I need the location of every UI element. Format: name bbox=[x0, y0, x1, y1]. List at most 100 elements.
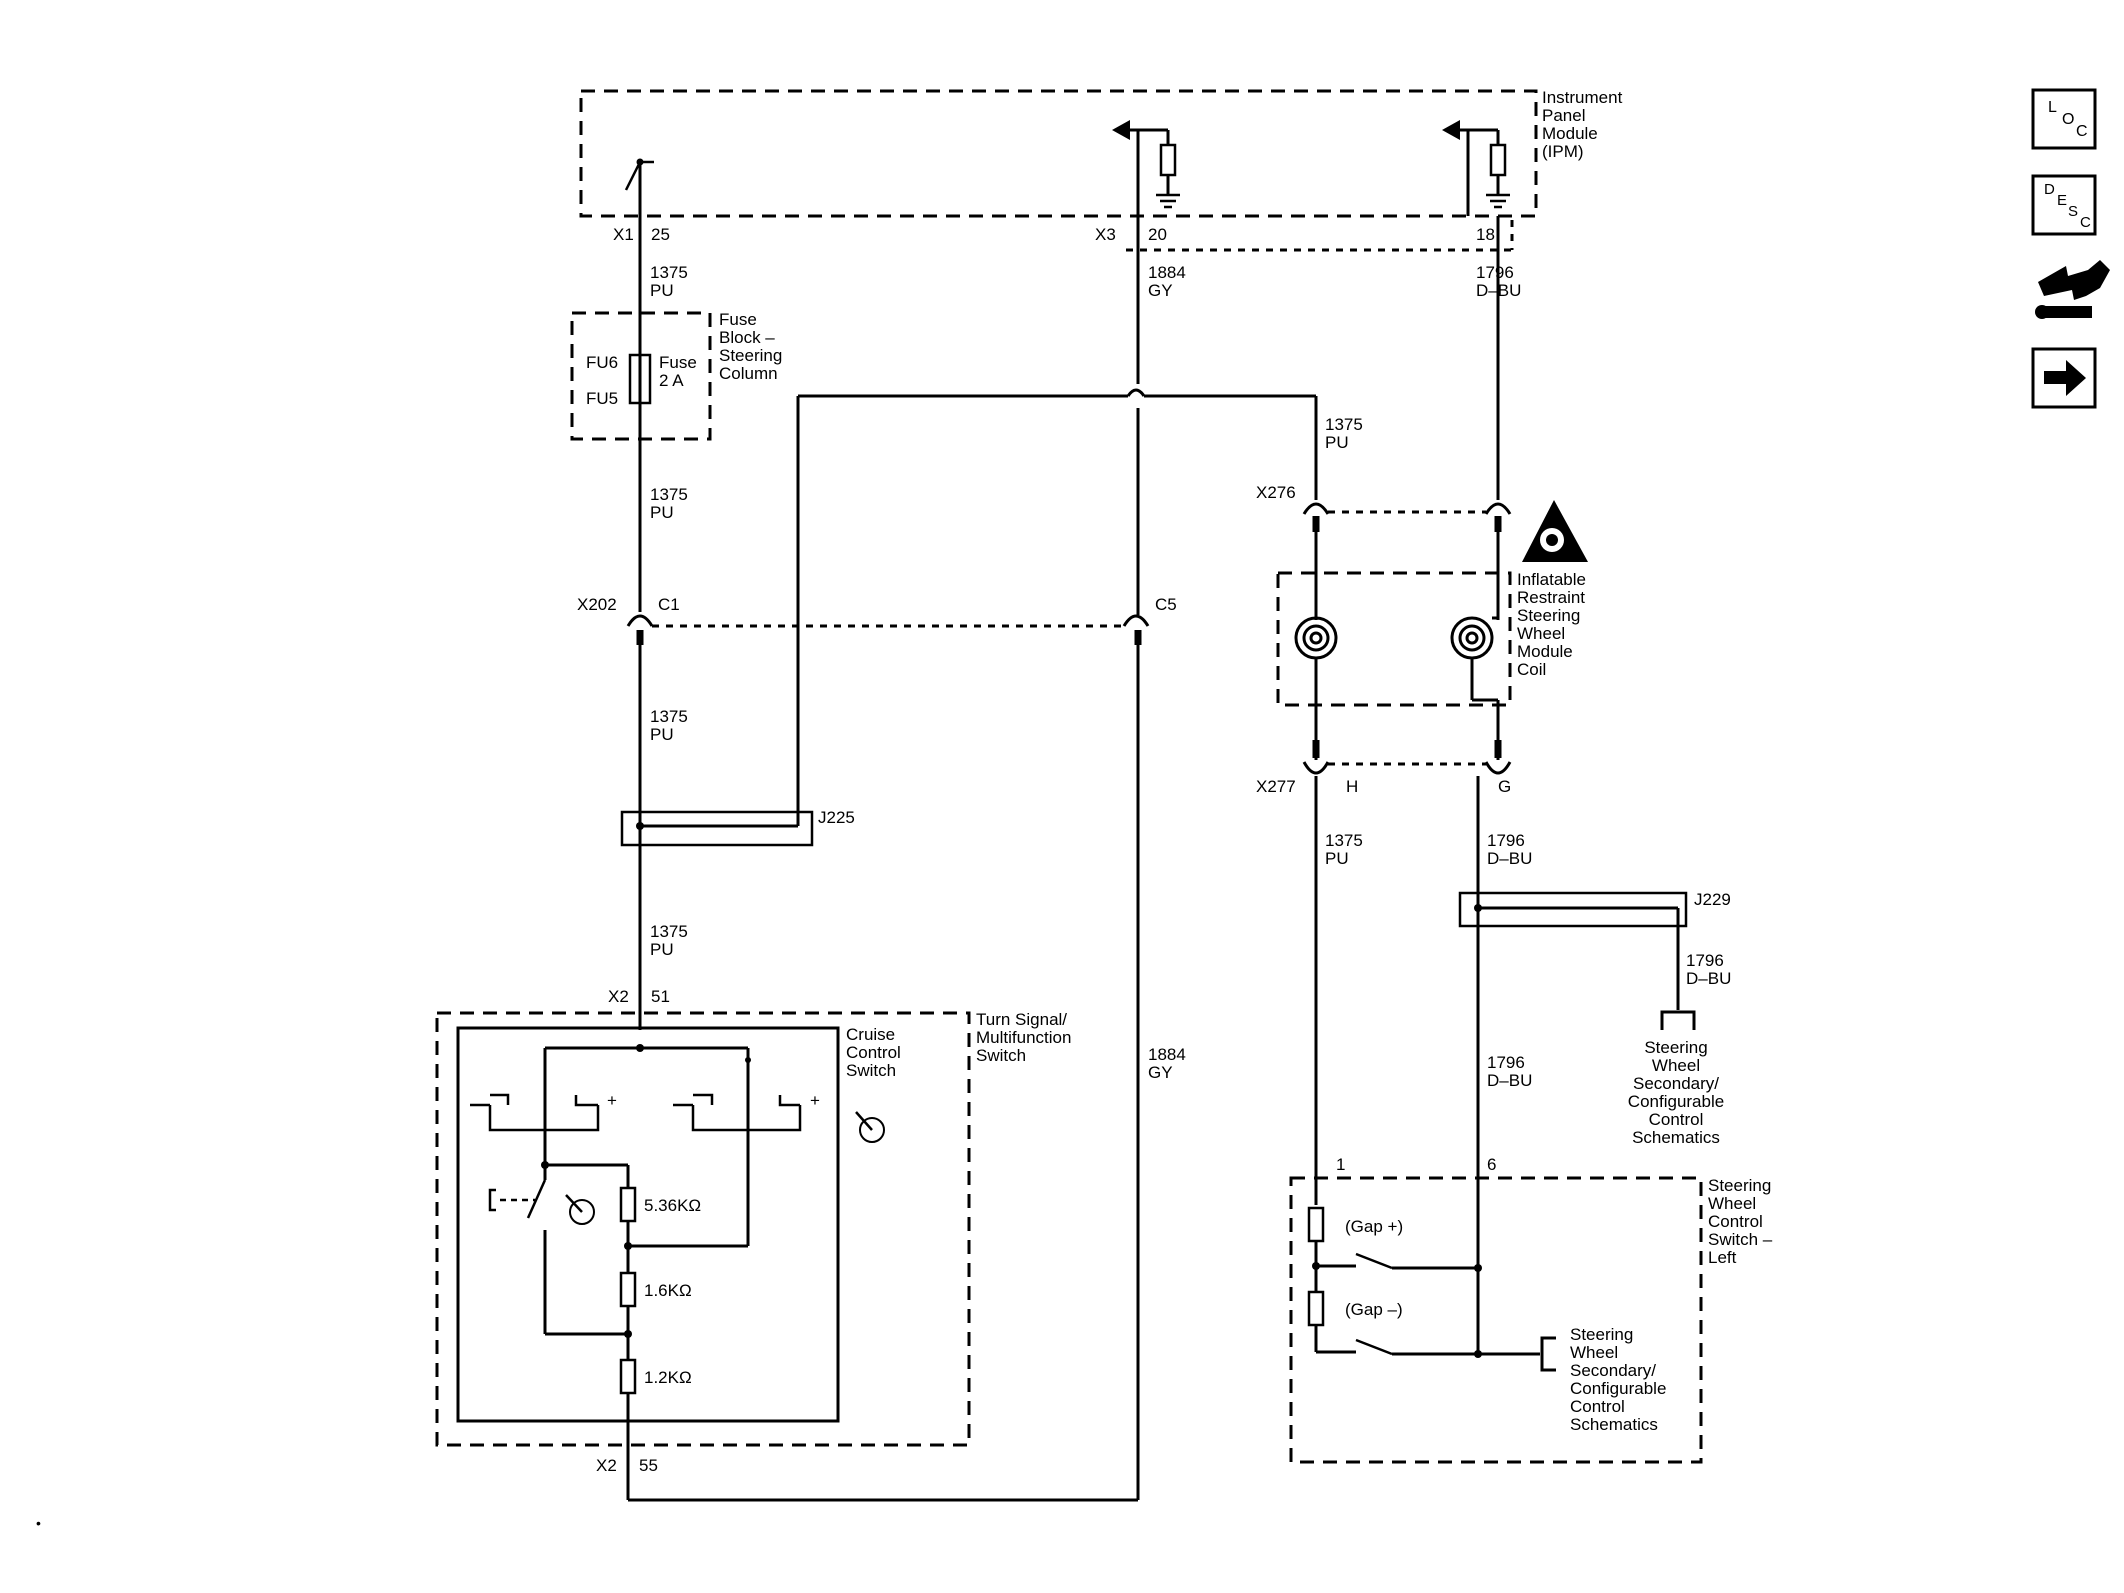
airbag-warning-icon bbox=[1522, 500, 1588, 562]
svg-text:PU: PU bbox=[650, 503, 674, 522]
svg-text:J229: J229 bbox=[1694, 890, 1731, 909]
svg-text:PU: PU bbox=[1325, 849, 1349, 868]
svg-text:Turn Signal/: Turn Signal/ bbox=[976, 1010, 1067, 1029]
svg-text:X277: X277 bbox=[1256, 777, 1296, 796]
svg-text:Wheel: Wheel bbox=[1652, 1056, 1700, 1075]
inflatable-restraint-coil: Inflatable Restraint Steering Wheel Modu… bbox=[1276, 532, 1586, 760]
svg-text:1796: 1796 bbox=[1487, 1053, 1525, 1072]
svg-text:Module: Module bbox=[1542, 124, 1598, 143]
svg-text:PU: PU bbox=[650, 725, 674, 744]
svg-text:D–BU: D–BU bbox=[1476, 281, 1521, 300]
svg-text:PU: PU bbox=[650, 281, 674, 300]
svg-text:Multifunction: Multifunction bbox=[976, 1028, 1071, 1047]
svg-text:PU: PU bbox=[1325, 433, 1349, 452]
svg-text:X202: X202 bbox=[577, 595, 617, 614]
svg-text:1375: 1375 bbox=[650, 922, 688, 941]
connector-x1: X1 bbox=[613, 225, 634, 244]
svg-text:1796: 1796 bbox=[1487, 831, 1525, 850]
svg-text:5.36KΩ: 5.36KΩ bbox=[644, 1196, 701, 1215]
svg-text:1884: 1884 bbox=[1148, 263, 1186, 282]
svg-text:1: 1 bbox=[1336, 1155, 1345, 1174]
next-button[interactable] bbox=[2031, 347, 2097, 409]
svg-text:(IPM): (IPM) bbox=[1542, 142, 1584, 161]
fuse-block-steering-column: FU6 FU5 Fuse 2 A Fuse Block – Steering C… bbox=[570, 310, 782, 441]
corner-mark: • bbox=[36, 1515, 41, 1531]
connector-service-icon[interactable] bbox=[2035, 260, 2110, 319]
svg-text:H: H bbox=[1346, 777, 1358, 796]
svg-text:J225: J225 bbox=[818, 808, 855, 827]
svg-text:Left: Left bbox=[1708, 1248, 1737, 1267]
svg-text:FU5: FU5 bbox=[586, 389, 618, 408]
desc-button[interactable]: D E S C bbox=[2031, 174, 2097, 236]
svg-text:D–BU: D–BU bbox=[1487, 1071, 1532, 1090]
svg-text:Column: Column bbox=[719, 364, 778, 383]
svg-text:Steering: Steering bbox=[1708, 1176, 1771, 1195]
steering-wheel-control-switch-left: (Gap +) (Gap –) Steering Wheel Control S… bbox=[1289, 1176, 1773, 1464]
svg-text:Switch –: Switch – bbox=[1708, 1230, 1773, 1249]
svg-text:GY: GY bbox=[1148, 281, 1173, 300]
turn-signal-multifunction-switch: Turn Signal/ Multifunction Switch Cruise… bbox=[435, 1010, 1071, 1500]
svg-text:1796: 1796 bbox=[1476, 263, 1514, 282]
svg-text:Wheel: Wheel bbox=[1517, 624, 1565, 643]
svg-text:S: S bbox=[2068, 203, 2078, 220]
svg-text:25: 25 bbox=[651, 225, 670, 244]
svg-text:Inflatable: Inflatable bbox=[1517, 570, 1586, 589]
svg-text:1884: 1884 bbox=[1148, 1045, 1186, 1064]
svg-text:E: E bbox=[2057, 192, 2067, 209]
splice-j229: J229 bbox=[1458, 890, 1731, 928]
svg-text:1.6KΩ: 1.6KΩ bbox=[644, 1281, 692, 1300]
svg-text:6: 6 bbox=[1487, 1155, 1496, 1174]
svg-text:(Gap –): (Gap –) bbox=[1345, 1300, 1403, 1319]
svg-text:Steering: Steering bbox=[1517, 606, 1580, 625]
loc-button[interactable]: L O C bbox=[2031, 88, 2097, 150]
connector-x3: X3 bbox=[1095, 225, 1116, 244]
svg-text:Control: Control bbox=[846, 1043, 901, 1062]
svg-text:Block –: Block – bbox=[719, 328, 775, 347]
instrument-panel-module: Instrument Panel Module (IPM) bbox=[579, 88, 1623, 218]
svg-text:(Gap +): (Gap +) bbox=[1345, 1217, 1403, 1236]
svg-text:D–BU: D–BU bbox=[1686, 969, 1731, 988]
svg-text:G: G bbox=[1498, 777, 1511, 796]
svg-text:D–BU: D–BU bbox=[1487, 849, 1532, 868]
svg-text:D: D bbox=[2044, 181, 2055, 198]
svg-text:C: C bbox=[2080, 214, 2091, 231]
svg-text:+: + bbox=[810, 1091, 820, 1110]
svg-text:GY: GY bbox=[1148, 1063, 1173, 1082]
svg-text:Coil: Coil bbox=[1517, 660, 1546, 679]
svg-text:L: L bbox=[2048, 99, 2057, 116]
svg-text:Configurable: Configurable bbox=[1570, 1379, 1666, 1398]
svg-text:Control: Control bbox=[1649, 1110, 1704, 1129]
svg-text:Control: Control bbox=[1708, 1212, 1763, 1231]
svg-text:Instrument: Instrument bbox=[1542, 88, 1623, 107]
svg-text:X276: X276 bbox=[1256, 483, 1296, 502]
splice-j225: J225 bbox=[620, 808, 855, 847]
svg-text:Steering: Steering bbox=[1644, 1038, 1707, 1057]
svg-text:Cruise: Cruise bbox=[846, 1025, 895, 1044]
svg-text:1.2KΩ: 1.2KΩ bbox=[644, 1368, 692, 1387]
svg-text:18: 18 bbox=[1476, 225, 1495, 244]
steering-wheel-secondary-ref-bottom[interactable]: Steering Wheel Secondary/ Configurable C… bbox=[1570, 1325, 1666, 1434]
steering-wheel-secondary-ref-top[interactable]: Steering Wheel Secondary/ Configurable C… bbox=[1628, 1038, 1724, 1147]
svg-text:Switch: Switch bbox=[846, 1061, 896, 1080]
svg-text:C5: C5 bbox=[1155, 595, 1177, 614]
svg-text:C1: C1 bbox=[658, 595, 680, 614]
svg-text:Wheel: Wheel bbox=[1570, 1343, 1618, 1362]
svg-text:1375: 1375 bbox=[1325, 831, 1363, 850]
svg-text:Schematics: Schematics bbox=[1632, 1128, 1720, 1147]
svg-text:2 A: 2 A bbox=[659, 371, 684, 390]
svg-text:Configurable: Configurable bbox=[1628, 1092, 1724, 1111]
svg-text:1375: 1375 bbox=[650, 485, 688, 504]
svg-text:Switch: Switch bbox=[976, 1046, 1026, 1065]
connector-x276: X276 bbox=[1256, 483, 1512, 515]
arrow-right-icon bbox=[2044, 360, 2086, 396]
svg-text:20: 20 bbox=[1148, 225, 1167, 244]
svg-text:1796: 1796 bbox=[1686, 951, 1724, 970]
svg-text:Control: Control bbox=[1570, 1397, 1625, 1416]
svg-text:Steering: Steering bbox=[1570, 1325, 1633, 1344]
svg-text:Wheel: Wheel bbox=[1708, 1194, 1756, 1213]
connector-x277: X277 H G bbox=[1256, 740, 1512, 796]
svg-text:O: O bbox=[2062, 111, 2074, 128]
svg-text:1375: 1375 bbox=[1325, 415, 1363, 434]
svg-text:51: 51 bbox=[651, 987, 670, 1006]
